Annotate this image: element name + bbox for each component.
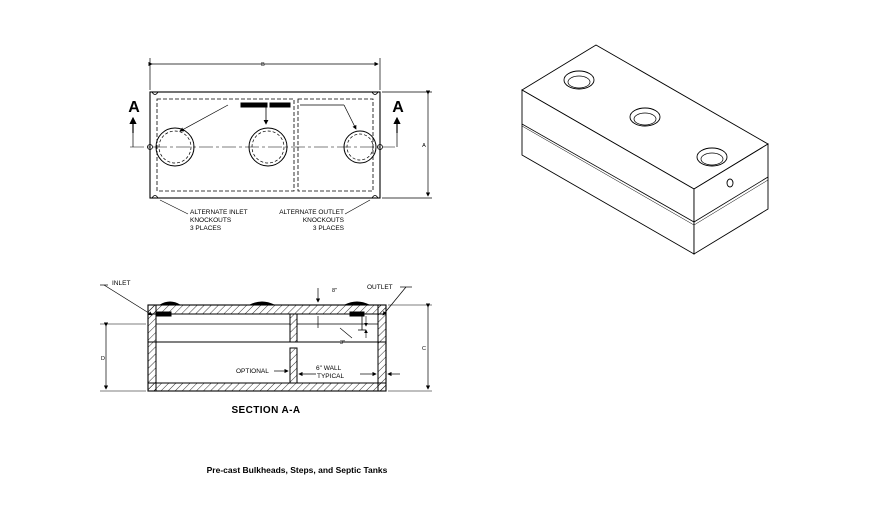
note-outlet-line2: KNOCKOUTS	[303, 217, 345, 224]
note-inlet-line2: KNOCKOUTS	[190, 217, 232, 224]
note-inlet-line1: ALTERNATE INLET	[190, 209, 248, 216]
section-caption: SECTION A-A	[231, 405, 300, 416]
section-mark-right: A	[392, 99, 404, 116]
note-outlet-line3: 3 PLACES	[313, 225, 345, 232]
section-labels: INLET OUTLET 8" 3" D C OPTIONAL 6" WALL …	[101, 280, 426, 416]
plan-labels: B A A A ALTERNATE INLET KNOCKOUTS 3 PLAC…	[128, 62, 426, 232]
section-mark-left: A	[128, 99, 140, 116]
dim-b-label: B	[261, 62, 265, 68]
dim-a-label: A	[422, 143, 426, 149]
section-view	[100, 284, 432, 392]
note-inlet-line3: 3 PLACES	[190, 225, 222, 232]
plan-view	[129, 58, 432, 215]
note-outlet-line1: ALTERNATE OUTLET	[279, 209, 344, 216]
label-inlet: INLET	[112, 280, 130, 287]
label-optional: OPTIONAL	[236, 368, 269, 375]
drawing-title: Pre-cast Bulkheads, Steps, and Septic Ta…	[207, 465, 388, 475]
dim-3in: 3"	[340, 340, 345, 346]
dim-8in: 8"	[332, 288, 337, 294]
label-wall-line2: TYPICAL	[317, 373, 344, 380]
label-outlet: OUTLET	[367, 284, 393, 291]
isometric-view	[521, 44, 769, 255]
dim-c-label: C	[422, 346, 426, 352]
label-wall-line1: 6" WALL	[316, 365, 342, 372]
dim-d-label: D	[101, 356, 105, 362]
